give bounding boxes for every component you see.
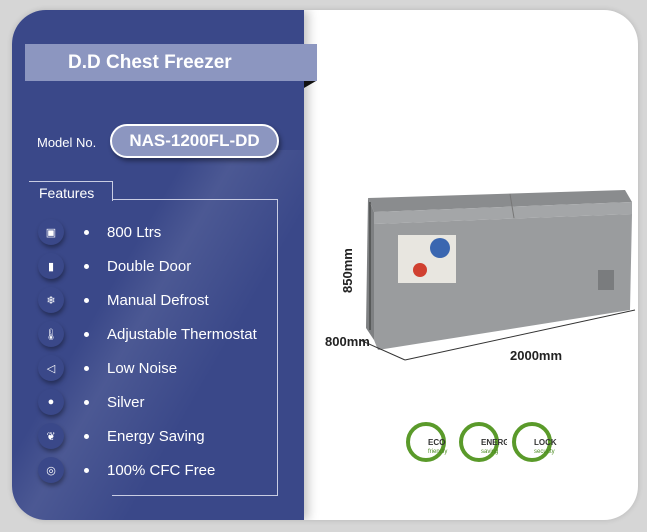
feature-item: ❄ Manual Defrost — [38, 287, 209, 313]
features-border-bottom — [112, 495, 278, 496]
width-line — [404, 309, 636, 361]
bullet — [84, 433, 89, 439]
feature-item: 🌡 Adjustable Thermostat — [38, 321, 257, 347]
height-dimension: 850mm — [340, 248, 355, 293]
snowflake-icon: ❄ — [38, 287, 64, 313]
features-border — [277, 199, 278, 496]
eco-friendly-badge: ECO friendly — [402, 412, 454, 464]
feature-text: Manual Defrost — [107, 291, 209, 309]
product-title: D.D Chest Freezer — [25, 44, 317, 81]
lock-security-badge: LOCK security — [508, 412, 560, 464]
palette-icon: ● — [38, 389, 64, 415]
energy-saving-badge: ENERGY saving — [455, 412, 515, 464]
freezer-lid-top — [368, 190, 632, 212]
model-number: NAS-1200FL-DD — [110, 124, 279, 158]
speaker-icon: ◁ — [38, 355, 64, 381]
bullet — [84, 467, 89, 473]
leaf-icon: ❦ — [38, 423, 64, 449]
model-label: Model No. — [37, 135, 97, 150]
feature-item: ▮ Double Door — [38, 253, 192, 279]
bullet — [84, 297, 89, 303]
feature-text: Energy Saving — [107, 427, 205, 445]
width-dimension: 2000mm — [510, 348, 563, 363]
feature-text: Double Door — [107, 257, 192, 275]
badge-line2: saving — [481, 449, 498, 455]
feature-item: ❦ Energy Saving — [38, 423, 205, 449]
depth-line — [360, 339, 406, 361]
feature-text: 800 Ltrs — [107, 223, 162, 241]
feature-text: Low Noise — [107, 359, 178, 377]
feature-text: 100% CFC Free — [107, 461, 216, 479]
feature-item: ◁ Low Noise — [38, 355, 178, 381]
feature-text: Adjustable Thermostat — [107, 325, 257, 343]
sticker-badge — [430, 238, 450, 258]
freezer-lid-front — [374, 202, 632, 224]
feature-item: ▣ 800 Ltrs — [38, 219, 162, 245]
bullet — [84, 229, 89, 235]
bullet — [84, 263, 89, 269]
thermometer-icon: 🌡 — [38, 321, 64, 347]
badge-line1: ECO — [428, 438, 445, 447]
badge-line2: security — [534, 449, 555, 455]
features-heading: Features — [29, 181, 113, 201]
feature-text: Silver — [107, 393, 145, 411]
depth-dimension: 800mm — [325, 334, 370, 349]
features-divider — [113, 199, 278, 200]
bullet — [84, 365, 89, 371]
badge-line2: friendly — [428, 449, 447, 455]
freezer-image — [360, 190, 636, 361]
badge-line1: ENERGY — [481, 438, 507, 447]
bullet — [84, 399, 89, 405]
bullet — [84, 331, 89, 337]
feature-item: ● Silver — [38, 389, 145, 415]
cfc-free-icon: ◎ — [38, 457, 64, 483]
sticker-dot — [413, 263, 427, 277]
title-fold — [304, 81, 316, 88]
vent-grille — [598, 270, 614, 290]
lid-split — [509, 193, 515, 219]
door-icon: ▮ — [38, 253, 64, 279]
feature-item: ◎ 100% CFC Free — [38, 457, 216, 483]
badge-line1: LOCK — [534, 438, 557, 447]
capacity-icon: ▣ — [38, 219, 64, 245]
